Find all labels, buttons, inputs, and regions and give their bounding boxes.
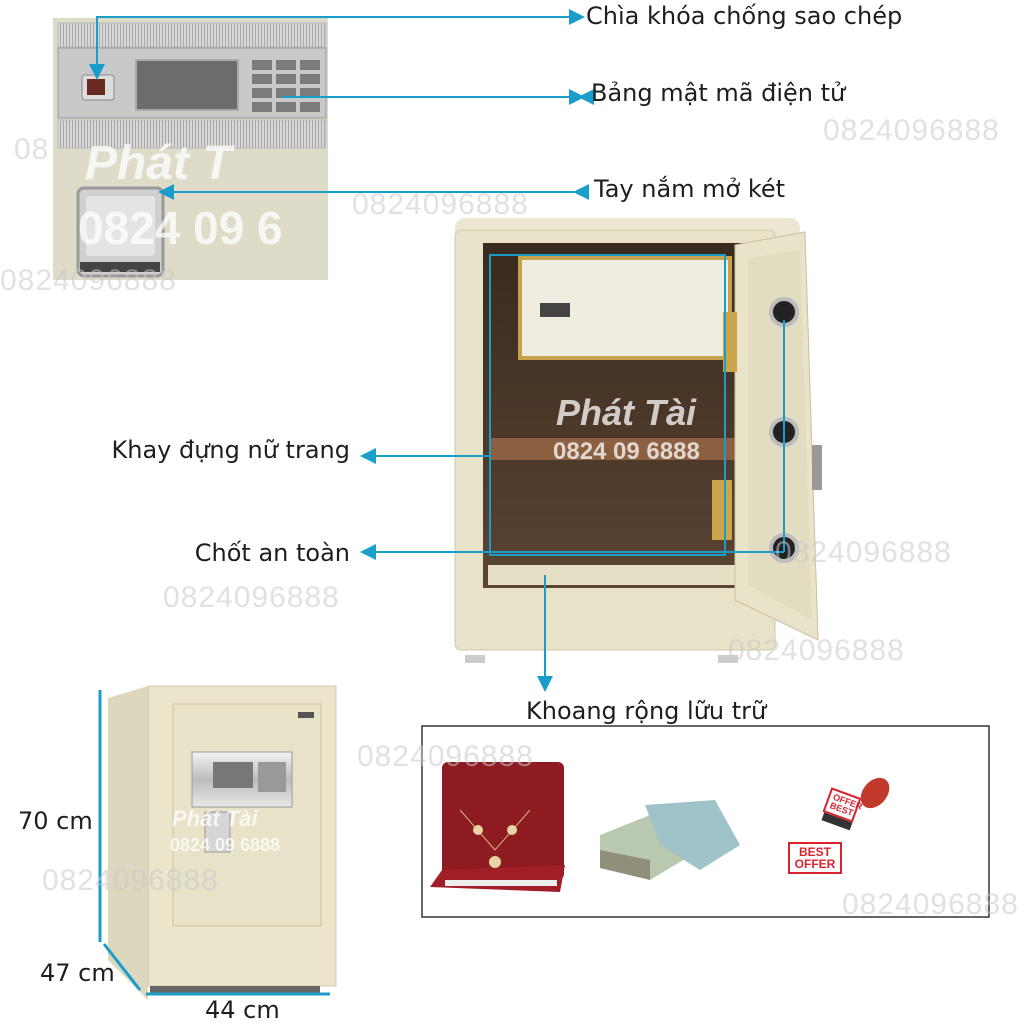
best-offer-stamp-text: BEST OFFER bbox=[788, 842, 842, 874]
watermark-phone: 0824096888 bbox=[842, 888, 1019, 921]
watermark-brand: Phát Tài bbox=[556, 392, 697, 433]
watermark-brand: Phát T bbox=[85, 137, 232, 190]
watermark-phone: 0824096888 bbox=[823, 114, 1000, 147]
watermark-phone: 0824096888 bbox=[775, 536, 952, 569]
dimension-width: 44 cm bbox=[205, 996, 280, 1024]
jewelry-box-image bbox=[430, 762, 565, 892]
dimension-height: 70 cm bbox=[18, 807, 93, 835]
watermark-phone: 0824096888 bbox=[0, 264, 177, 297]
watermark-phone: 0824096888 bbox=[352, 188, 529, 221]
storage-items-box bbox=[421, 725, 990, 918]
watermark-brand: Phát Tài bbox=[172, 806, 258, 831]
watermark-phone: 0824 09 6888 bbox=[170, 835, 281, 855]
watermark-phone: 0824096888 bbox=[42, 864, 219, 897]
watermark-phone: 0824 09 6 bbox=[78, 202, 283, 254]
label-storage: Khoang rộng lữu trữ bbox=[526, 697, 767, 725]
label-jewelry-tray: Khay đựng nữ trang bbox=[111, 436, 351, 464]
open-safe-photo bbox=[454, 218, 822, 663]
dimension-depth: 47 cm bbox=[40, 959, 115, 987]
label-anti-copy-key: Chìa khóa chống sao chép bbox=[586, 2, 903, 30]
keypad-closeup-photo bbox=[53, 18, 328, 280]
watermark-phone: 08 bbox=[14, 133, 50, 166]
watermark-phone: 0824 09 6888 bbox=[553, 438, 700, 465]
watermark-phone: 0824096888 bbox=[728, 634, 905, 667]
watermark-phone: 0824096888 bbox=[357, 740, 534, 773]
label-safety-bolt: Chốt an toàn bbox=[194, 539, 350, 567]
callout-lines bbox=[89, 9, 785, 692]
closed-safe-photo bbox=[108, 685, 337, 1000]
label-electronic-keypad: Bảng mật mã điện tử bbox=[591, 79, 846, 107]
money-stack-image bbox=[600, 800, 740, 880]
watermark-phone: 0824096888 bbox=[163, 581, 340, 614]
label-handle: Tay nắm mở két bbox=[594, 175, 786, 203]
dimension-lines bbox=[98, 690, 330, 996]
